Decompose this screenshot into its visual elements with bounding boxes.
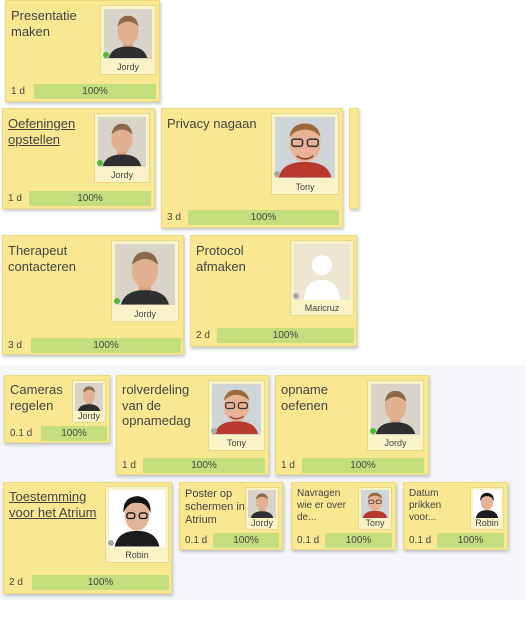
person-photo-icon	[473, 490, 501, 518]
person-photo-icon	[361, 490, 389, 518]
person-photo-icon	[212, 384, 261, 435]
assignee-avatar[interactable]: Tony	[358, 487, 392, 530]
assignee-name: Tony	[365, 518, 385, 528]
task-progress: 100%	[302, 458, 424, 473]
silhouette-placeholder-icon	[294, 244, 350, 300]
person-photo-icon	[98, 117, 146, 167]
task-progress: 100%	[32, 575, 169, 590]
task-title[interactable]: Privacy nagaan	[167, 116, 257, 131]
board-footer-area	[0, 600, 525, 620]
assignee-name: Jordy	[250, 518, 273, 528]
person-photo-icon	[275, 117, 335, 178]
task-duration: 0.1 d	[409, 535, 432, 546]
task-duration: 3 d	[167, 212, 181, 223]
person-photo-icon	[115, 244, 175, 305]
assignee-avatar[interactable]: Jordy	[72, 380, 106, 423]
task-title[interactable]: Therapeut contacteren	[8, 243, 76, 274]
task-progress: 100%	[325, 533, 392, 548]
assignee-name: Maricruz	[304, 303, 340, 313]
task-duration: 0.1 d	[10, 428, 33, 439]
task-progress: 100%	[437, 533, 504, 548]
assignee-avatar[interactable]: Jordy	[245, 487, 279, 530]
task-card-rolverdeling[interactable]: rolverdeling van de opnamedag Tony 1 d 1…	[116, 375, 269, 475]
task-title[interactable]: Protocol afmaken	[196, 243, 246, 274]
assignee-name: Jordy	[133, 309, 156, 319]
offline-status-icon	[293, 293, 299, 299]
offline-status-icon	[211, 428, 217, 434]
task-duration: 0.1 d	[185, 535, 208, 546]
task-card-navragen[interactable]: Navragen wie er over de... Tony 0.1 d 10…	[291, 482, 396, 550]
person-photo-icon	[75, 383, 103, 411]
task-progress: 100%	[34, 84, 156, 99]
assignee-avatar[interactable]: Robin	[470, 487, 504, 530]
task-progress: 100%	[213, 533, 279, 548]
task-duration: 1 d	[11, 86, 25, 97]
task-title-link[interactable]: Oefeningen opstellen	[8, 116, 76, 147]
task-title[interactable]: Cameras regelen	[10, 382, 63, 413]
person-photo-icon	[248, 490, 276, 518]
assignee-name: Jordy	[384, 438, 407, 448]
task-duration: 1 d	[8, 193, 22, 204]
task-card-therapeut[interactable]: Therapeut contacteren Jordy 3 d 100%	[2, 235, 184, 355]
online-status-icon	[97, 160, 103, 166]
task-title[interactable]: opname oefenen	[281, 382, 328, 413]
task-progress: 100%	[31, 338, 181, 353]
offline-status-icon	[108, 540, 114, 546]
assignee-name: Tony	[226, 438, 246, 448]
task-card-presentatie[interactable]: Presentatie maken Jordy 1 d 100%	[5, 0, 160, 102]
task-duration: 2 d	[9, 577, 23, 588]
offline-status-icon	[274, 171, 280, 177]
task-card-protocol[interactable]: Protocol afmaken Maricruz 2 d 100%	[190, 235, 357, 347]
assignee-name: Robin	[125, 550, 149, 560]
task-title[interactable]: Poster op schermen in Atrium	[185, 488, 245, 527]
task-title-link[interactable]: Toestemming voor het Atrium	[9, 489, 97, 520]
task-title[interactable]: rolverdeling van de opnamedag	[122, 382, 191, 429]
assignee-name: Jordy	[110, 170, 133, 180]
person-photo-icon	[371, 384, 420, 435]
task-card-toestemming[interactable]: Toestemming voor het Atrium Robin 2 d 10…	[3, 482, 172, 594]
assignee-name: Robin	[475, 518, 499, 528]
person-photo-icon	[104, 9, 152, 59]
task-duration: 1 d	[281, 460, 295, 471]
task-card-poster[interactable]: Poster op schermen in Atrium Jordy 0.1 d…	[179, 482, 283, 550]
online-status-icon	[114, 298, 120, 304]
task-card-oefeningen[interactable]: Oefeningen opstellen Jordy 1 d 100%	[2, 108, 155, 209]
assignee-avatar[interactable]: Jordy	[94, 113, 150, 183]
task-card-datum[interactable]: Datum prikken voor... Robin 0.1 d 100%	[403, 482, 508, 550]
task-card-privacy[interactable]: Privacy nagaan Tony 3 d 100%	[161, 108, 343, 228]
task-duration: 1 d	[122, 460, 136, 471]
task-progress: 100%	[29, 191, 151, 206]
task-title[interactable]: Datum prikken voor...	[409, 488, 442, 523]
task-duration: 3 d	[8, 340, 22, 351]
assignee-name: Jordy	[116, 62, 139, 72]
assignee-avatar[interactable]: Jordy	[111, 240, 179, 322]
assignee-avatar[interactable]: Jordy	[367, 380, 424, 451]
assignee-avatar[interactable]: Jordy	[100, 5, 156, 75]
task-card-opname[interactable]: opname oefenen Jordy 1 d 100%	[275, 375, 429, 475]
task-progress: 100%	[143, 458, 265, 473]
assignee-avatar[interactable]: Maricruz	[290, 240, 354, 316]
assignee-name: Jordy	[77, 411, 100, 421]
assignee-avatar[interactable]: Robin	[105, 486, 169, 563]
online-status-icon	[103, 52, 109, 58]
task-card-partial[interactable]	[349, 108, 359, 209]
task-duration: 0.1 d	[297, 535, 320, 546]
person-photo-icon	[109, 490, 165, 547]
task-progress: 100%	[41, 426, 107, 441]
task-title[interactable]: Presentatie maken	[11, 8, 77, 39]
assignee-name: Tony	[295, 182, 315, 192]
assignee-avatar[interactable]: Tony	[271, 113, 339, 195]
task-card-cameras[interactable]: Cameras regelen Jordy 0.1 d 100%	[4, 375, 110, 443]
online-status-icon	[370, 428, 376, 434]
task-duration: 2 d	[196, 330, 210, 341]
assignee-avatar[interactable]: Tony	[208, 380, 265, 451]
task-progress: 100%	[188, 210, 339, 225]
task-progress: 100%	[217, 328, 354, 343]
task-title[interactable]: Navragen wie er over de...	[297, 488, 346, 523]
